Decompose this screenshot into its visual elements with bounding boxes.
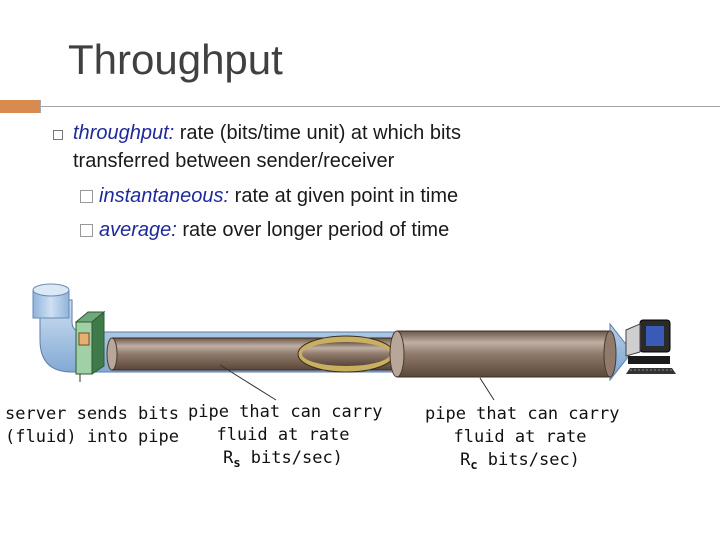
- fluid-source-icon: [33, 284, 69, 318]
- pointer-line-rc: [480, 378, 494, 400]
- caption-pipe-rs: pipe that can carry fluid at rate Rs bit…: [188, 401, 378, 475]
- rate-rs: Rs bits/sec): [188, 447, 378, 475]
- pipe-rc: [390, 331, 616, 377]
- caption-server: server sends bits (fluid) into pipe: [5, 403, 175, 449]
- caption-pipe-rc: pipe that can carry fluid at rate Rc bit…: [425, 403, 615, 477]
- computer-icon: [626, 320, 676, 374]
- pipe-connector: [298, 336, 394, 372]
- rate-rc: Rc bits/sec): [425, 449, 615, 477]
